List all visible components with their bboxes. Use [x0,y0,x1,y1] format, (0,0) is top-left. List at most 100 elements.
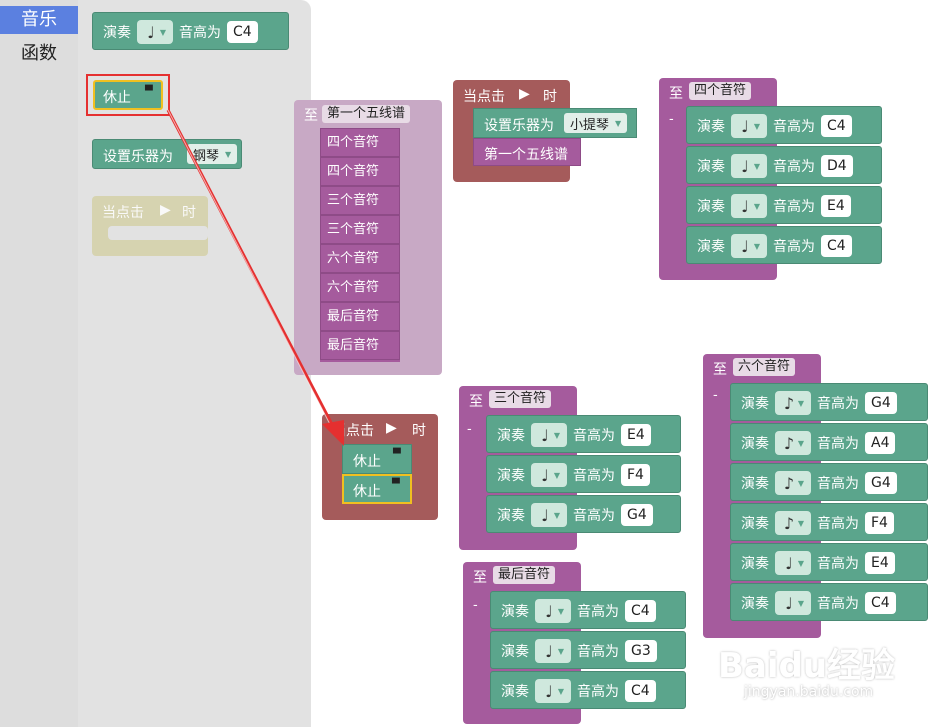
procedure-name-field[interactable]: 四个音符 [689,82,752,100]
pitch-value[interactable]: C4 [625,600,656,622]
call-six-notes[interactable]: 六个音符 [320,273,400,302]
collapse-icon[interactable]: - [713,388,718,403]
play-label: 演奏 [697,239,725,255]
instrument-dropdown[interactable]: 钢琴▼ [187,144,238,164]
note-dropdown[interactable]: ♪▼ [775,471,811,495]
event-when-clicked-2[interactable]: 当点击 ▶ 时 休止 ▀ 休止 ▀ [322,414,438,520]
note-icon: ♩ [741,156,749,176]
note-dropdown[interactable]: ♩▼ [531,423,567,447]
note-dropdown[interactable]: ♪▼ [775,391,811,415]
call-four-notes[interactable]: 四个音符 [320,157,400,186]
pitch-value[interactable]: G4 [621,504,653,526]
call-first-staff[interactable]: 第一个五线谱 [473,138,581,166]
note-dropdown[interactable]: ♩▼ [531,463,567,487]
note-dropdown[interactable]: ♩▼ [731,234,767,258]
call-four-notes[interactable]: 四个音符 [320,128,400,157]
pitch-value[interactable]: A4 [865,432,896,454]
rest-highlight-box [86,74,170,116]
procedure-def-first-staff[interactable]: 至 第一个五线谱 四个音符 四个音符 三个音符 三个音符 六个音符 六个音符 最… [294,100,442,375]
flyout-when-clicked-block[interactable]: 当点击 ▶ 时 [92,196,208,256]
call-three-notes[interactable]: 三个音符 [320,186,400,215]
pitch-value[interactable]: F4 [865,512,894,534]
pitch-value[interactable]: G4 [865,392,897,414]
collapse-icon[interactable]: - [473,598,478,613]
rest-label: 休止 [353,454,381,470]
rest-block-selected[interactable]: 休止 ▀ [342,474,412,504]
procedure-name-field[interactable]: 最后音符 [493,566,556,584]
note-dropdown[interactable]: ♩▼ [731,194,767,218]
pitch-value[interactable]: C4 [821,235,852,257]
play-label: 演奏 [501,644,529,660]
dropdown-arrow-icon: ▼ [797,438,805,448]
note-dropdown[interactable]: ♩▼ [535,599,571,623]
collapse-icon[interactable]: - [467,422,472,437]
pitch-value[interactable]: F4 [621,464,650,486]
instrument-dropdown[interactable]: 小提琴▼ [564,113,628,133]
rest-block[interactable]: 休止 ▀ [342,444,412,474]
note-dropdown[interactable]: ♩▼ [731,154,767,178]
rest-dropdown-icon[interactable]: ▀ [145,86,153,97]
call-six-notes[interactable]: 六个音符 [320,244,400,273]
play-label: 演奏 [497,468,525,484]
call-last-notes[interactable]: 最后音符 [320,302,400,331]
flyout-instrument-block[interactable]: 设置乐器为 钢琴▼ [92,139,242,169]
pitch-value[interactable]: C4 [227,21,258,43]
set-instrument-block[interactable]: 设置乐器为 小提琴▼ [473,108,637,138]
pitch-value[interactable]: C4 [625,680,656,702]
pitch-value[interactable]: E4 [821,195,851,217]
procedure-name-field[interactable]: 六个音符 [733,358,796,376]
pitch-value[interactable]: G3 [625,640,657,662]
pitch-label: 音高为 [773,199,815,215]
note-icon: ♪ [783,513,795,533]
note-dropdown[interactable]: ♩▼ [535,679,571,703]
note-dropdown[interactable]: ♪▼ [775,431,811,455]
procedure-name-field[interactable]: 三个音符 [489,390,552,408]
play-triangle-icon: ▶ [160,202,171,218]
rest-dropdown-icon[interactable]: ▀ [392,479,400,490]
call-three-notes[interactable]: 三个音符 [320,215,400,244]
flyout-play-block[interactable]: 演奏 ♩▼ 音高为 C4 [92,12,289,50]
pitch-value[interactable]: E4 [621,424,651,446]
note-dropdown[interactable]: ♩▼ [535,639,571,663]
note-dropdown[interactable]: ♩▼ [137,20,173,44]
note-dropdown[interactable]: ♩▼ [731,114,767,138]
note-dropdown[interactable]: ♩▼ [531,503,567,527]
note-icon: ♩ [741,196,749,216]
note-dropdown[interactable]: ♩▼ [775,591,811,615]
pitch-value[interactable]: D4 [821,155,853,177]
rest-dropdown-icon[interactable]: ▀ [393,449,401,460]
pitch-value[interactable]: E4 [865,552,895,574]
call-last-notes[interactable]: 最后音符 [320,331,400,360]
collapse-icon[interactable]: - [669,112,674,127]
flyout-rest-block[interactable]: 休止 ▀ [93,80,163,110]
note-dropdown[interactable]: ♩▼ [775,551,811,575]
note-icon: ♩ [545,681,553,701]
note-icon: ♪ [783,433,795,453]
category-music[interactable]: 音乐 [0,6,78,34]
pitch-value[interactable]: G4 [865,472,897,494]
pitch-label: 音高为 [817,476,859,492]
category-functions[interactable]: 函数 [21,43,57,64]
pitch-value[interactable]: C4 [865,592,896,614]
note-dropdown[interactable]: ♪▼ [775,511,811,535]
procedure-name-field[interactable]: 第一个五线谱 [322,105,411,123]
note-icon: ♩ [785,553,793,573]
pitch-value[interactable]: C4 [821,115,852,137]
event-when-clicked-1[interactable]: 当点击 ▶ 时 设置乐器为 小提琴▼ 第一个五线谱 [453,80,637,182]
